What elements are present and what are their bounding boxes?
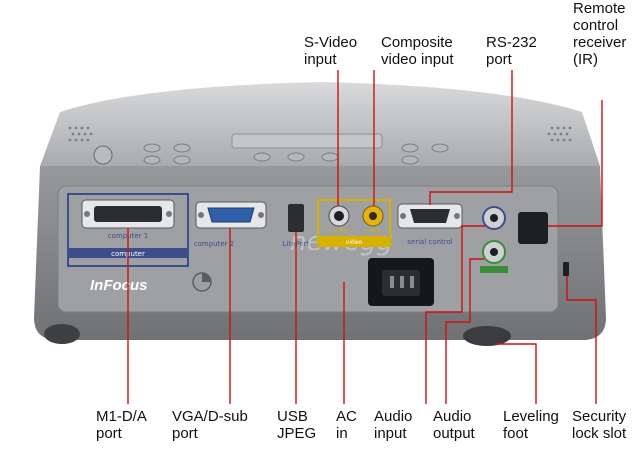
top-button bbox=[173, 155, 191, 165]
brand-logo: InFocus bbox=[90, 277, 148, 294]
callout-security bbox=[566, 276, 597, 404]
leveling-foot bbox=[463, 326, 511, 346]
svideo-text: s-video bbox=[328, 228, 350, 235]
top-button bbox=[287, 152, 305, 162]
top-button bbox=[401, 155, 419, 165]
callout-audio-input bbox=[425, 225, 486, 404]
label-remote-receiver: Remote control receiver (IR) bbox=[573, 0, 627, 68]
foot-left bbox=[44, 324, 80, 344]
ir-receiver bbox=[518, 212, 548, 244]
projector-top bbox=[40, 82, 600, 166]
power-button bbox=[93, 145, 113, 165]
speaker-grille-right bbox=[547, 126, 572, 142]
label-audio-output: Audio output bbox=[433, 408, 475, 442]
top-button bbox=[173, 143, 191, 153]
video-text: video bbox=[365, 228, 382, 235]
video-tag-text: video bbox=[346, 239, 363, 246]
label-audio-input: Audio input bbox=[374, 408, 413, 442]
usb-port bbox=[288, 204, 304, 232]
top-button bbox=[321, 152, 339, 162]
top-button bbox=[143, 143, 161, 153]
label-composite-video-input: Composite video input bbox=[381, 34, 454, 68]
callout-remote bbox=[548, 100, 603, 227]
security-slot bbox=[563, 262, 569, 276]
callout-audio-output bbox=[445, 258, 484, 404]
callout-leveling bbox=[496, 343, 537, 404]
serial-control-text: serial control bbox=[407, 238, 453, 246]
top-button bbox=[401, 143, 419, 153]
label-m1da-port: M1-D/A port bbox=[96, 408, 147, 442]
label-vga-port: VGA/D-sub port bbox=[172, 408, 248, 442]
speaker-grille-left bbox=[68, 126, 93, 142]
label-rs232-port: RS-232 port bbox=[486, 34, 537, 68]
top-button bbox=[431, 143, 449, 153]
top-button bbox=[253, 152, 271, 162]
label-usb-jpeg: USB JPEG bbox=[277, 408, 317, 442]
label-svideo-input: S-Video input bbox=[304, 34, 358, 68]
top-button bbox=[143, 155, 161, 165]
callout-rs232 bbox=[429, 70, 513, 205]
top-display-window bbox=[231, 133, 383, 149]
computer2-text: computer 2 bbox=[194, 240, 234, 248]
callout-lines bbox=[127, 70, 603, 404]
label-security-lock-slot: Security lock slot bbox=[572, 408, 627, 442]
label-ac-in: AC in bbox=[336, 408, 357, 442]
label-leveling-foot: Leveling foot bbox=[503, 408, 559, 442]
